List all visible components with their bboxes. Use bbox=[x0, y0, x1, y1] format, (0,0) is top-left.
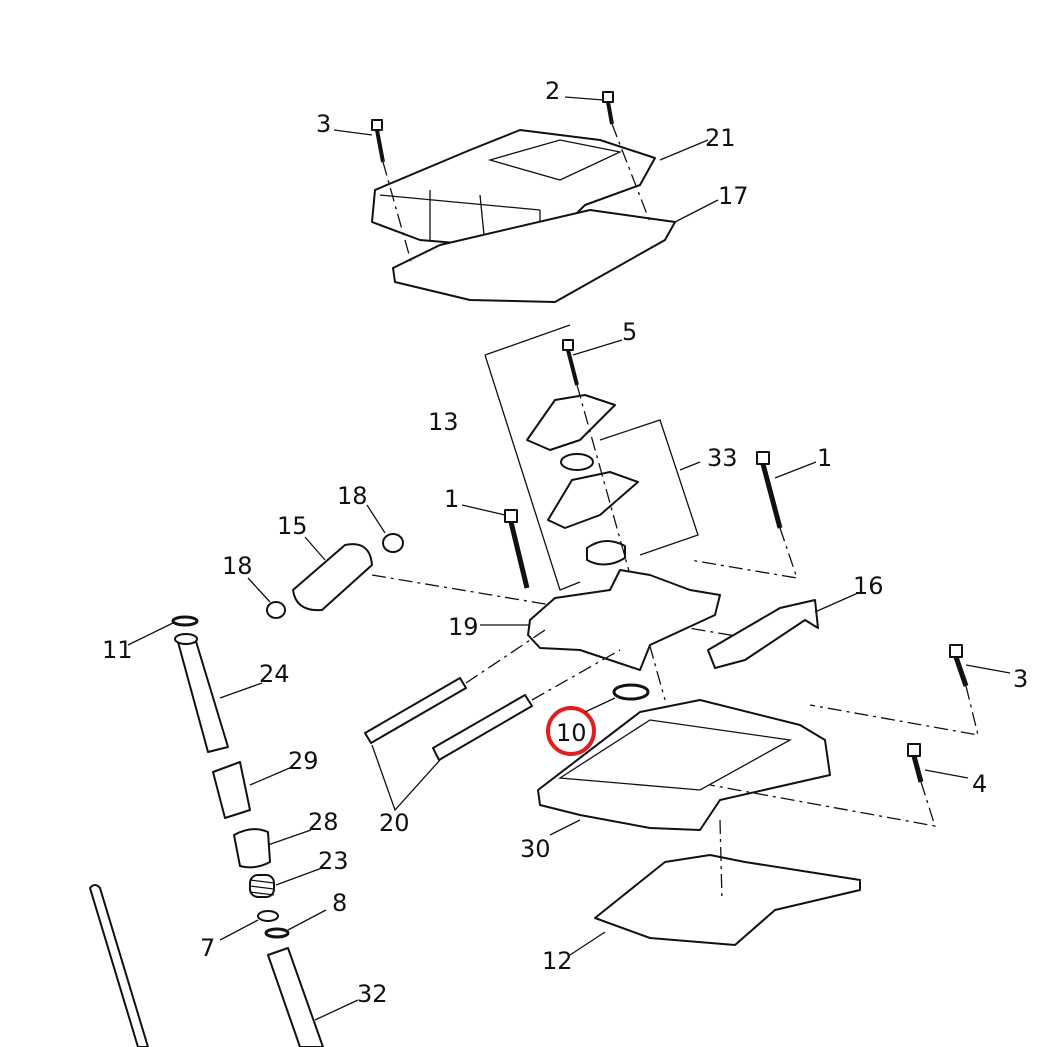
rocker-support-part-19 bbox=[527, 569, 721, 671]
callout-18-upper: 18 bbox=[337, 482, 368, 510]
rocker-housing-part-30 bbox=[537, 699, 831, 831]
bolt-part-3-top bbox=[371, 119, 385, 163]
callout-32: 32 bbox=[357, 980, 388, 1008]
bolt-part-5 bbox=[562, 339, 579, 386]
callout-29: 29 bbox=[288, 747, 319, 775]
callout-16: 16 bbox=[853, 572, 884, 600]
callout-13: 13 bbox=[428, 408, 459, 436]
callout-5: 5 bbox=[622, 318, 637, 346]
cylinder-part bbox=[586, 540, 626, 566]
callout-3-right: 3 bbox=[1013, 665, 1028, 693]
o-ring-part-11 bbox=[171, 615, 199, 627]
bolt-part-3-right bbox=[949, 644, 969, 687]
cover-plate bbox=[526, 394, 616, 451]
callout-19: 19 bbox=[448, 613, 479, 641]
pin-part-20a bbox=[364, 677, 467, 744]
bolt-part-1-left bbox=[504, 509, 530, 589]
callout-3: 3 bbox=[316, 110, 331, 138]
highlight-circle bbox=[546, 706, 596, 756]
pushrod bbox=[89, 884, 149, 1047]
gasket-part-17 bbox=[392, 209, 676, 303]
callout-15: 15 bbox=[277, 512, 308, 540]
bushing-part-18-upper bbox=[382, 533, 404, 553]
bolt-part-2 bbox=[602, 91, 614, 125]
callout-8: 8 bbox=[332, 889, 347, 917]
callout-30: 30 bbox=[520, 835, 551, 863]
rocker-shaft-part-15 bbox=[292, 543, 373, 612]
bushing-part-18-lower bbox=[266, 601, 286, 619]
tube-part-32 bbox=[267, 947, 324, 1047]
callout-23: 23 bbox=[318, 847, 349, 875]
pin-part-20b bbox=[432, 694, 533, 761]
callout-18-lower: 18 bbox=[222, 552, 253, 580]
tube-part-24 bbox=[177, 637, 229, 753]
callout-28: 28 bbox=[308, 808, 339, 836]
rocker-arm-part-16 bbox=[707, 599, 819, 669]
o-ring-part-10 bbox=[612, 683, 650, 701]
callout-1-left: 1 bbox=[444, 485, 459, 513]
sleeve-part-29 bbox=[212, 761, 251, 819]
diaphragm bbox=[560, 453, 594, 471]
callout-17: 17 bbox=[718, 182, 749, 210]
cup-part-28 bbox=[233, 828, 271, 869]
callout-24: 24 bbox=[259, 660, 290, 688]
callout-21: 21 bbox=[705, 124, 736, 152]
callout-7: 7 bbox=[200, 934, 215, 962]
callout-4: 4 bbox=[972, 770, 987, 798]
callout-20: 20 bbox=[379, 809, 410, 837]
plate-part-33 bbox=[547, 471, 639, 529]
callout-11: 11 bbox=[102, 636, 133, 664]
gasket-part-12 bbox=[594, 854, 861, 946]
callout-2: 2 bbox=[545, 77, 560, 105]
callout-33: 33 bbox=[707, 444, 738, 472]
callout-1-right: 1 bbox=[817, 444, 832, 472]
callout-12: 12 bbox=[542, 947, 573, 975]
o-ring-part-8 bbox=[264, 927, 290, 939]
washer-part-7 bbox=[257, 910, 279, 922]
bolt-part-1-right bbox=[756, 451, 783, 529]
spring-part-23 bbox=[249, 874, 275, 898]
callout-10: 10 bbox=[556, 719, 587, 747]
leader-lines bbox=[127, 96, 1011, 1021]
bolt-part-4 bbox=[907, 743, 924, 783]
